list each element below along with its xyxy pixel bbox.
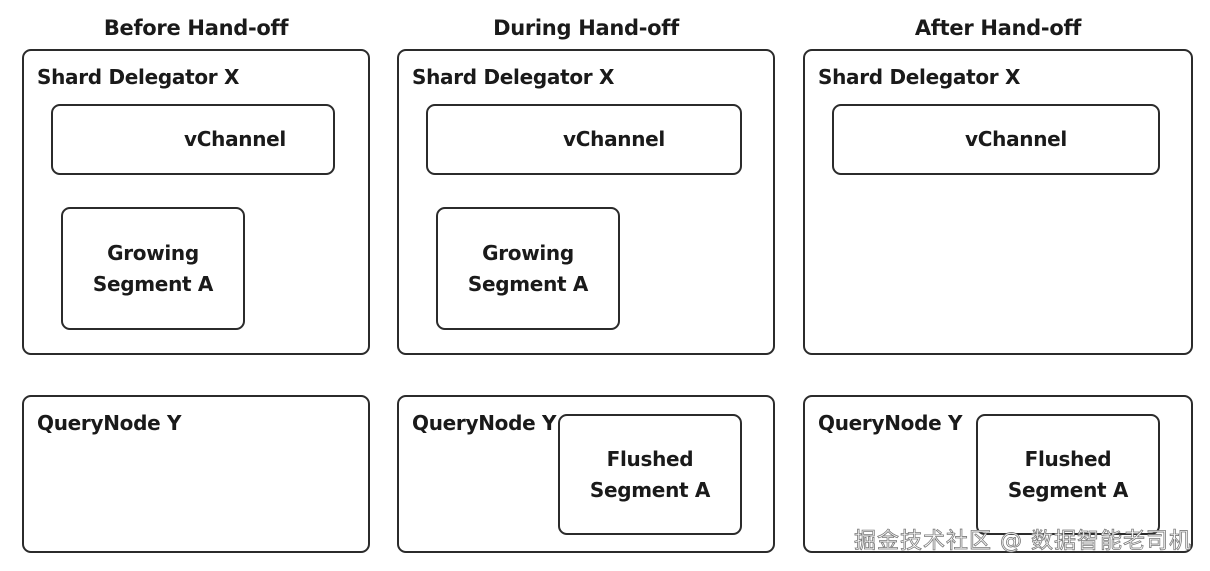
vchannel-box: vChannel: [51, 104, 335, 175]
watermark-text: 掘金技术社区 @ 数据智能老司机: [854, 529, 1192, 555]
querynode-label: QueryNode Y: [37, 411, 182, 435]
shard-delegator-box-after: Shard Delegator X vChannel: [803, 49, 1193, 355]
shard-delegator-label: Shard Delegator X: [818, 65, 1021, 89]
flushed-segment-box: Flushed Segment A: [976, 414, 1160, 535]
vchannel-box: vChannel: [832, 104, 1160, 175]
shard-delegator-label: Shard Delegator X: [412, 65, 615, 89]
growing-segment-box: Growing Segment A: [61, 207, 245, 330]
querynode-box-after: QueryNode Y Flushed Segment A: [803, 395, 1193, 553]
column-title-after: After Hand-off: [914, 16, 1082, 40]
flushed-segment-line-1: Flushed: [1024, 446, 1112, 471]
vchannel-box: vChannel: [426, 104, 742, 175]
querynode-box-before: QueryNode Y: [22, 395, 370, 553]
querynode-label: QueryNode Y: [412, 411, 557, 435]
column-title-during: During Hand-off: [493, 16, 679, 40]
querynode-box-during: QueryNode Y Flushed Segment A: [397, 395, 775, 553]
growing-segment-line-2: Segment A: [467, 271, 589, 296]
querynode-label: QueryNode Y: [818, 411, 963, 435]
flushed-segment-line-1: Flushed: [606, 446, 694, 471]
growing-segment-line-1: Growing: [107, 240, 199, 265]
shard-delegator-label: Shard Delegator X: [37, 65, 240, 89]
growing-segment-line-1: Growing: [482, 240, 574, 265]
shard-delegator-box-before: Shard Delegator X vChannel Growing Segme…: [22, 49, 370, 355]
flushed-segment-box: Flushed Segment A: [558, 414, 742, 535]
flushed-segment-line-2: Segment A: [1007, 477, 1129, 502]
vchannel-label: vChannel: [965, 127, 1067, 151]
vchannel-label: vChannel: [184, 127, 286, 151]
growing-segment-box: Growing Segment A: [436, 207, 620, 330]
column-title-before: Before Hand-off: [103, 16, 289, 40]
shard-delegator-box-during: Shard Delegator X vChannel Growing Segme…: [397, 49, 775, 355]
vchannel-label: vChannel: [563, 127, 665, 151]
growing-segment-line-2: Segment A: [92, 271, 214, 296]
flushed-segment-line-2: Segment A: [589, 477, 711, 502]
